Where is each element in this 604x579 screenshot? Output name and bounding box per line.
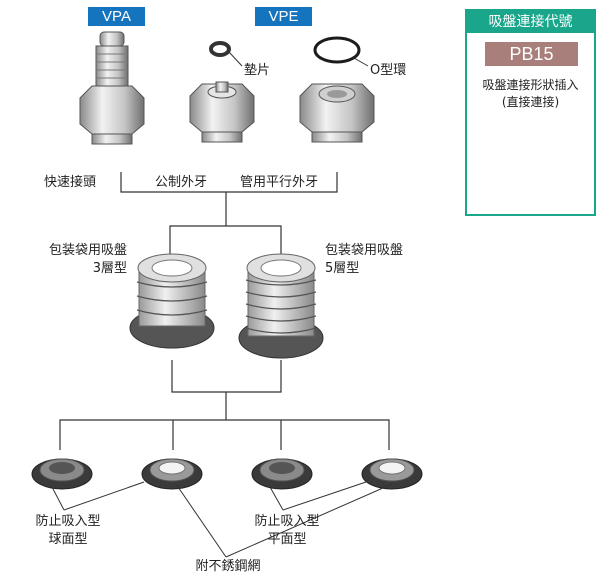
flat-label-line1: 防止吸入型: [254, 514, 320, 529]
washer-leader: [228, 51, 243, 67]
vpa-quick-fitting-icon: [79, 31, 145, 145]
anti-suction-leaders: [51, 481, 393, 558]
panel-desc-line2: (直接連接): [501, 95, 560, 109]
anti-suction-bracket: [59, 360, 390, 450]
stainless-mesh-label: 附不銹鋼網: [195, 559, 261, 574]
five-layer-label-line2: 5層型: [325, 261, 360, 276]
pb15-code: PB15: [485, 42, 578, 66]
spherical-anti-suction-cup-icon: [31, 458, 93, 490]
panel-desc-line1: 吸盤連接形狀插入: [482, 78, 579, 92]
spherical-label-line1: 防止吸入型: [35, 514, 101, 529]
vpe-parallel-thread-fitting-icon: [299, 83, 375, 143]
vpa-badge: VPA: [88, 7, 145, 26]
parallel-pipe-thread-label: 管用平行外牙: [240, 175, 319, 190]
vpe-male-thread-fitting-icon: [189, 81, 255, 143]
connector-bracket: [120, 172, 338, 262]
flat-anti-suction-cup-icon: [251, 458, 313, 490]
spherical-anti-suction-mesh-cup-icon: [141, 458, 203, 490]
o-ring-label: O型環: [370, 63, 407, 78]
panel-title: 吸盤連接代號: [467, 11, 594, 33]
spherical-label-line2: 球面型: [48, 532, 88, 547]
three-layer-label-line2: 3層型: [92, 261, 127, 276]
five-layer-bellows-cup-icon: [238, 253, 324, 359]
male-thread-label: 公制外牙: [155, 175, 208, 190]
quick-fitting-label: 快速接頭: [44, 175, 97, 190]
o-ring-leader: [353, 57, 369, 67]
washer-label: 墊片: [244, 63, 271, 78]
three-layer-bellows-cup-icon: [129, 253, 215, 349]
connection-code-panel: 吸盤連接代號 PB15 吸盤連接形狀插入 (直接連接): [465, 9, 596, 216]
o-ring-icon: [313, 36, 361, 64]
flat-anti-suction-mesh-cup-icon: [361, 458, 423, 490]
washer-icon: [209, 41, 231, 57]
flat-label-line2: 平面型: [267, 532, 307, 547]
five-layer-label-line1: 包装袋用吸盤: [325, 243, 404, 258]
three-layer-label-line1: 包装袋用吸盤: [48, 243, 127, 258]
vpe-badge: VPE: [255, 7, 312, 26]
